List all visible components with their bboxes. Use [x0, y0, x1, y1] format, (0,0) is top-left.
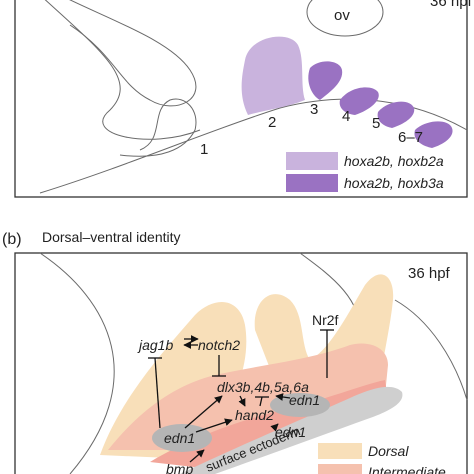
panel-b-title: Dorsal–ventral identity	[42, 229, 181, 245]
arrow-dlx-to-hand2	[238, 395, 246, 407]
legend-swatch-hox3	[286, 174, 338, 192]
arch-number-2: 2	[268, 114, 276, 131]
inhibit-hand2-to-dlx	[259, 396, 263, 407]
arrow-bmp-to-edn1	[189, 449, 205, 463]
arch-number-5: 5	[372, 115, 380, 132]
arch-2-hox	[241, 36, 305, 115]
panel-b: (b) Dorsal–ventral identity 36 hpf surfa…	[2, 229, 468, 474]
legend-swatch-intermediate	[318, 464, 362, 474]
inhibit-edn1-to-jag1b	[154, 357, 161, 429]
gene-bmp: bmp	[166, 461, 193, 474]
gene-jag1b: jag1b	[137, 337, 173, 353]
eye-outline	[69, 0, 197, 107]
arch-3-hox	[308, 61, 343, 100]
surface-ectoderm	[180, 386, 403, 474]
legend-label-hox2: hoxa2b, hoxb2a	[344, 153, 444, 169]
panel-a-frame	[14, 0, 468, 198]
arch-number-3: 3	[310, 101, 318, 118]
panel-a: 36 hpf ov 1 2 3 4 5 6–7 hoxa2b, hoxb2a h…	[14, 0, 473, 198]
legend-label-hox3: hoxa2b, hoxb3a	[344, 175, 444, 191]
legend-label-dorsal: Dorsal	[368, 443, 409, 459]
panel-b-stage-label: 36 hpf	[408, 265, 451, 282]
otic-vesicle	[306, 0, 384, 37]
posterior-outline-b	[394, 299, 468, 401]
arrow-edn1-to-hand2	[195, 418, 233, 433]
panel-b-frame	[14, 252, 468, 474]
arch-number-6-7: 6–7	[398, 129, 423, 146]
legend-label-intermediate: Intermediate	[368, 464, 446, 474]
head-outline	[44, 0, 201, 140]
arrow-edn1-to-dlx	[184, 395, 223, 429]
mandibular-arch-outline	[119, 98, 197, 157]
intermediate-band	[108, 343, 388, 450]
legend-swatch-dorsal	[318, 443, 362, 459]
gene-edn1-right-top: edn1	[289, 392, 320, 408]
gene-dlx: dlx3b,4b,5a,6a	[217, 379, 309, 395]
gene-edn1-left: edn1	[164, 430, 195, 446]
head-outline-b	[39, 252, 115, 474]
arch-4-hox	[339, 87, 379, 115]
gene-notch2: notch2	[198, 337, 240, 353]
gene-edn1-right-bottom: edn1	[275, 424, 306, 440]
arch-5-hox	[377, 101, 415, 128]
gene-hand2: hand2	[235, 407, 274, 423]
edn1-blob-right	[270, 393, 330, 417]
panel-a-stage-label: 36 hpf	[430, 0, 473, 10]
gene-nr2f: Nr2f	[312, 312, 339, 328]
panel-b-letter: (b)	[2, 231, 22, 248]
otic-vesicle-label: ov	[334, 7, 350, 24]
arch-6-7-hox	[414, 121, 453, 148]
arch-number-1: 1	[200, 141, 208, 158]
arrow-edn1-right-to-dlx	[275, 393, 291, 401]
arrow-edn1-bottom-to-hand2	[270, 423, 279, 432]
regulatory-network	[148, 329, 334, 463]
arch-number-4: 4	[342, 108, 350, 125]
legend-swatch-hox2	[286, 152, 338, 170]
